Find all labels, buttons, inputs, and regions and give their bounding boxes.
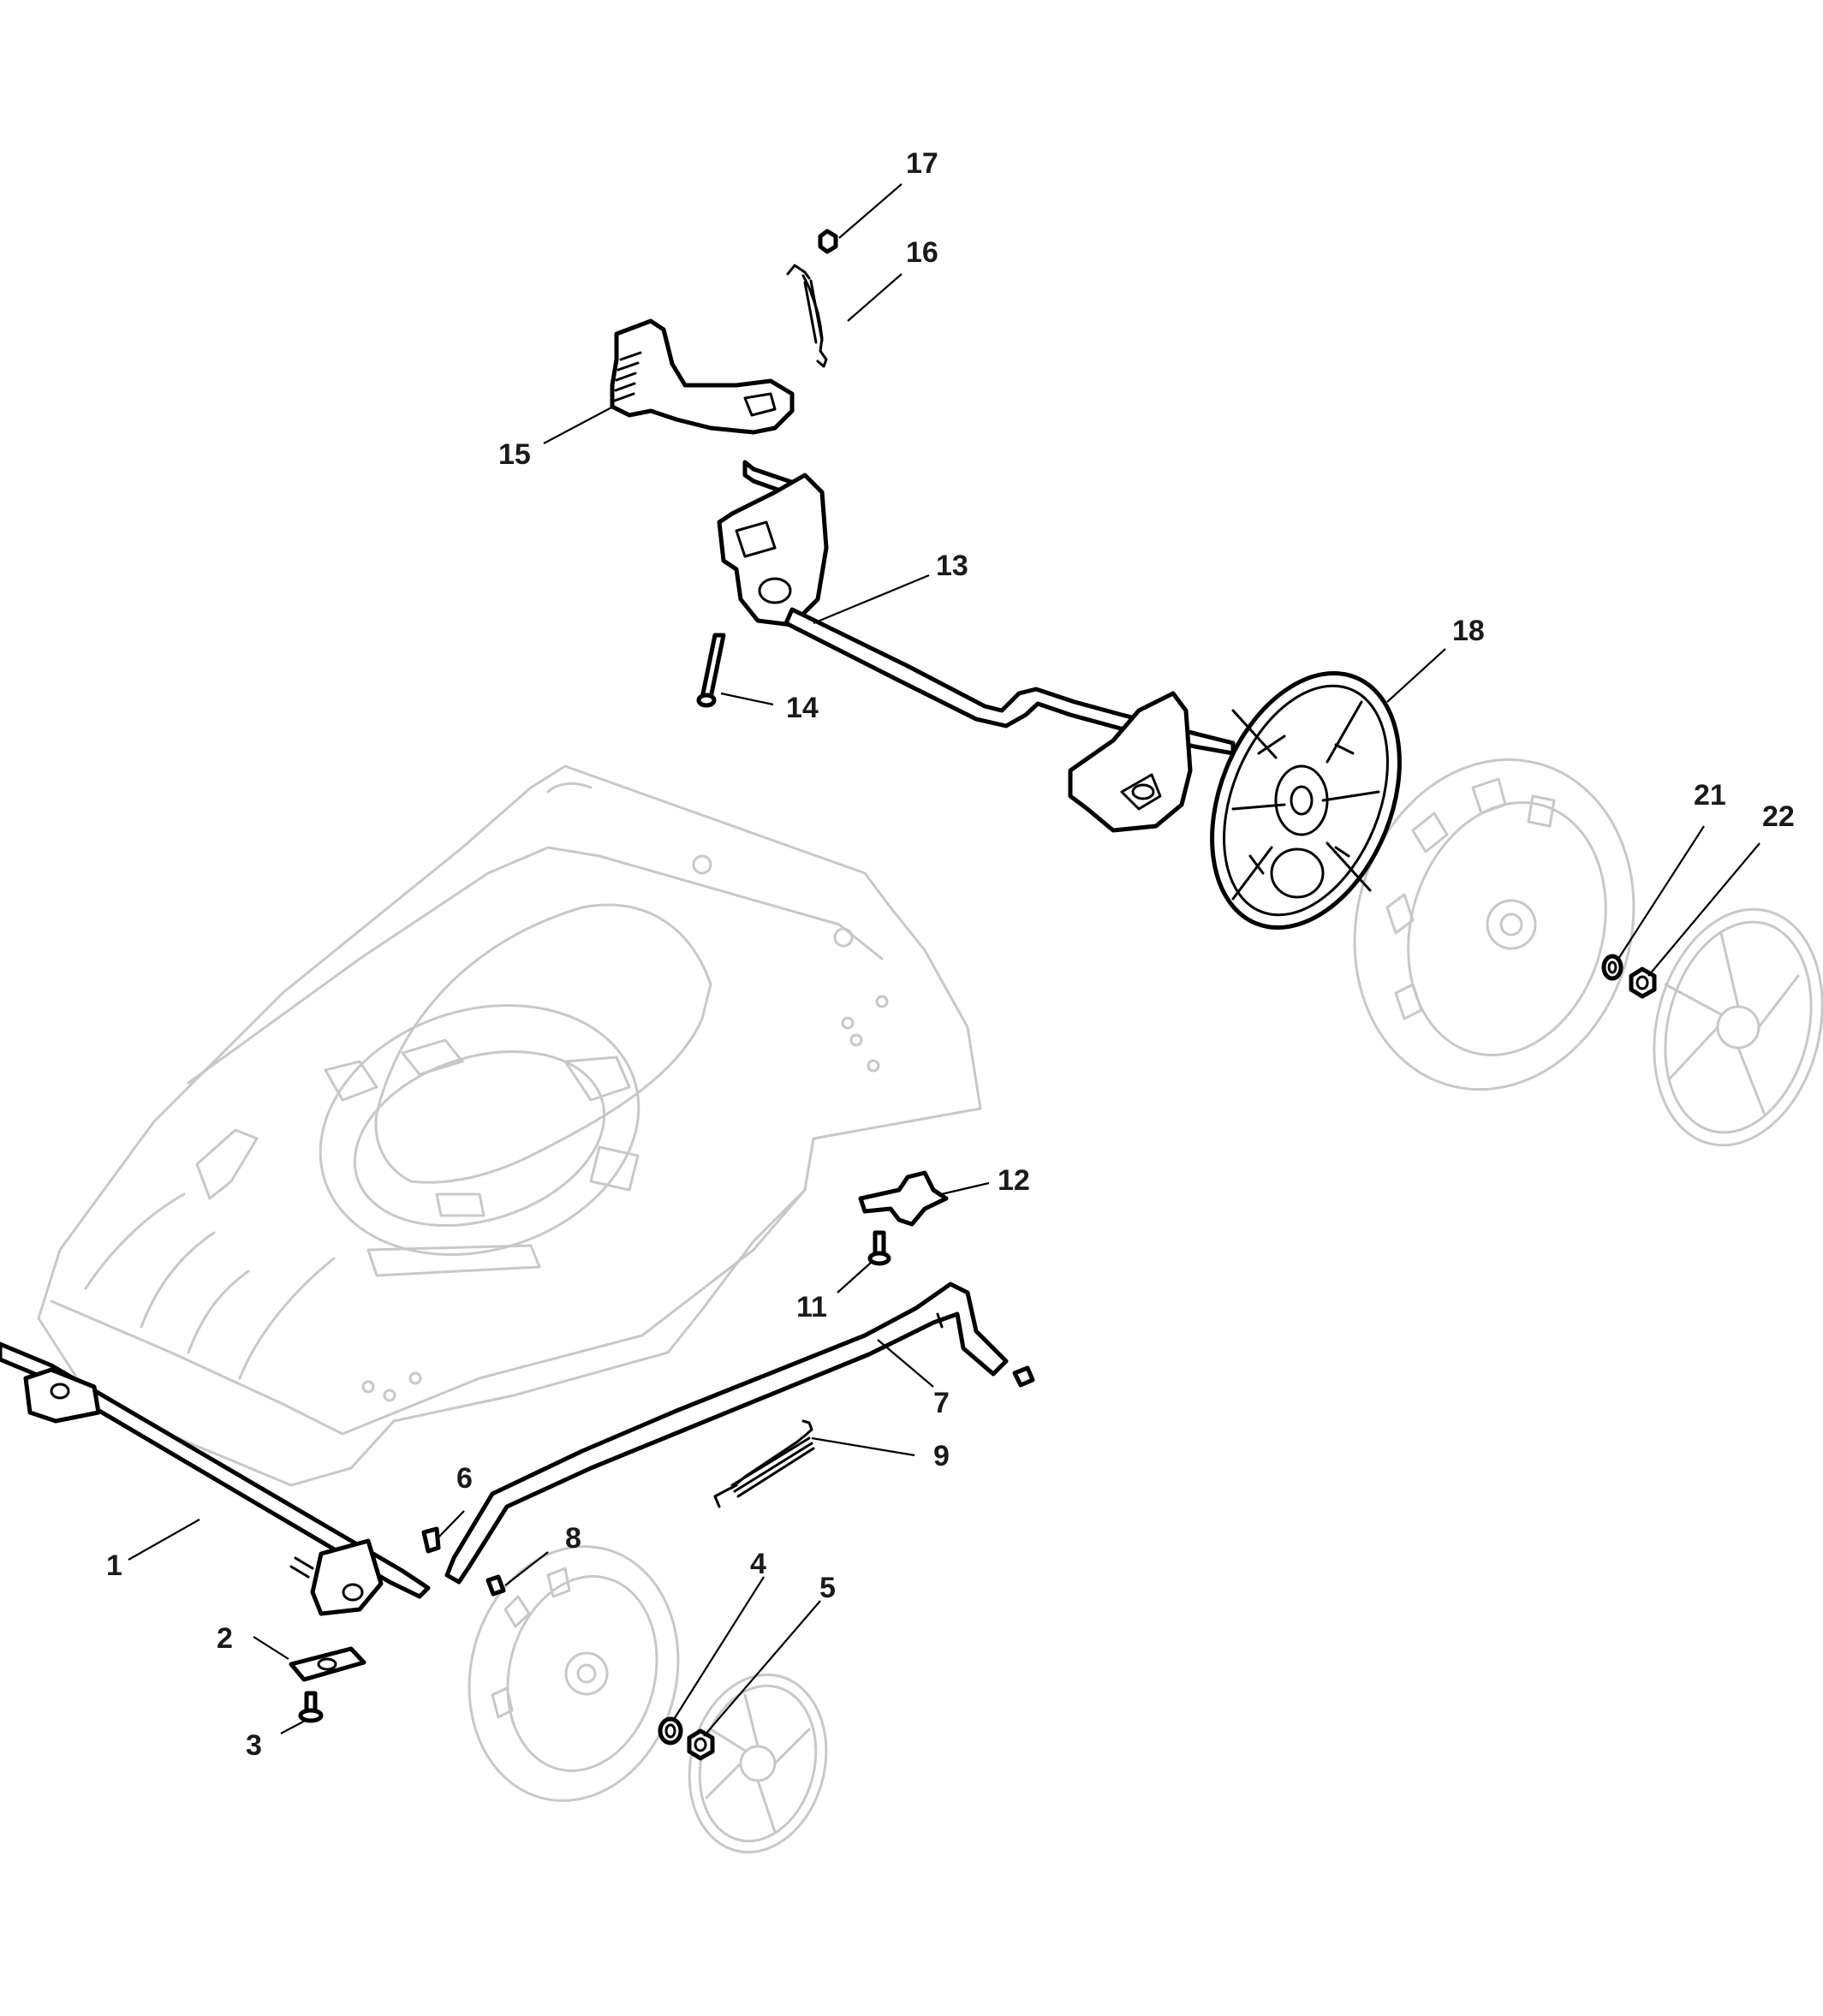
callout-3: 3 xyxy=(246,1729,262,1762)
part-plate xyxy=(289,1646,366,1682)
leader-3 xyxy=(280,1718,309,1734)
leader-22 xyxy=(1647,842,1760,977)
callout-4: 4 xyxy=(750,1548,766,1580)
part-height-lever xyxy=(610,318,795,435)
part-bolt-8 xyxy=(486,1365,1035,1597)
rear-wheel-ghost xyxy=(1353,758,1635,1091)
part-front-axle xyxy=(0,1341,431,1616)
callout-11: 11 xyxy=(796,1291,827,1323)
part-rear-axle xyxy=(717,460,1236,833)
leader-13 xyxy=(813,574,930,625)
callout-14: 14 xyxy=(786,692,819,724)
part-nut-5 xyxy=(687,1728,715,1761)
part-lever-rod xyxy=(444,1282,1009,1585)
part-screw-3 xyxy=(298,1691,324,1723)
callout-6: 6 xyxy=(456,1462,473,1495)
callout-labels: 1 2 3 4 5 6 7 8 9 11 12 13 14 15 16 17 1… xyxy=(106,147,1795,1762)
front-wheel-ghost xyxy=(468,1545,680,1802)
leader-1 xyxy=(128,1519,200,1561)
callout-21: 21 xyxy=(1694,779,1726,812)
callout-22: 22 xyxy=(1762,800,1795,833)
part-clip-6 xyxy=(421,1526,441,1554)
callout-8: 8 xyxy=(565,1522,581,1555)
leader-2 xyxy=(253,1636,289,1660)
leader-lines xyxy=(128,183,1760,1737)
leader-12 xyxy=(937,1181,990,1197)
callout-18: 18 xyxy=(1452,615,1485,647)
leader-5 xyxy=(703,1600,821,1737)
callout-12: 12 xyxy=(998,1164,1030,1197)
leader-8 xyxy=(504,1551,549,1586)
leader-18 xyxy=(1386,648,1446,703)
part-spring-16 xyxy=(786,264,828,368)
callout-2: 2 xyxy=(217,1622,233,1655)
leader-7 xyxy=(877,1339,934,1388)
callout-1: 1 xyxy=(106,1549,122,1582)
part-bracket-12 xyxy=(858,1170,949,1227)
leader-4 xyxy=(672,1576,765,1722)
part-pin-14 xyxy=(696,633,726,708)
part-wheel-rim xyxy=(1210,670,1402,931)
part-nut-17 xyxy=(818,229,838,254)
callout-15: 15 xyxy=(498,438,531,471)
rear-hubcap-ghost xyxy=(1653,907,1823,1147)
part-washer-4 xyxy=(658,1716,683,1745)
leader-21 xyxy=(1617,825,1705,960)
callout-17: 17 xyxy=(906,147,938,180)
leader-14 xyxy=(720,692,774,706)
front-hubcap-ghost xyxy=(688,1673,828,1854)
leader-6 xyxy=(436,1510,465,1540)
callout-16: 16 xyxy=(906,236,938,269)
leader-17 xyxy=(838,183,903,239)
callout-5: 5 xyxy=(819,1572,836,1604)
leader-15 xyxy=(543,406,614,444)
callout-7: 7 xyxy=(933,1387,950,1419)
part-screw-11 xyxy=(867,1230,891,1266)
leader-16 xyxy=(847,273,903,322)
mower-deck-ghost xyxy=(37,764,982,1487)
callout-9: 9 xyxy=(933,1440,950,1472)
part-washer-21 xyxy=(1601,954,1623,981)
callout-13: 13 xyxy=(936,550,968,582)
part-spring-9 xyxy=(713,1419,815,1508)
leader-9 xyxy=(811,1436,915,1457)
leader-11 xyxy=(837,1262,872,1293)
